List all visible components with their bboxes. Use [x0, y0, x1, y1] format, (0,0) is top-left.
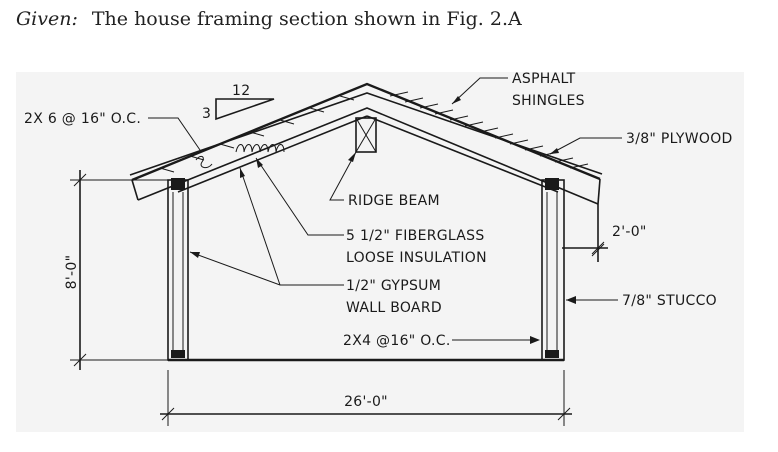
ridge-beam-label: RIDGE BEAM — [348, 193, 440, 209]
width-dimension: 26'-0" — [160, 370, 572, 426]
wall-height-label: 8'-0" — [64, 255, 80, 290]
left-fascia — [131, 179, 139, 201]
insulation-label-1: 5 1/2" FIBERGLASS — [346, 228, 485, 244]
height-dimension: 8'-0" — [64, 170, 168, 370]
shingles-callout: ASPHALT SHINGLES — [451, 71, 585, 109]
slope-run: 12 — [232, 83, 250, 99]
studs-label: 2X4 @16" O.C. — [343, 333, 451, 349]
roof-shingle-line — [129, 92, 603, 176]
left-ceiling-line — [177, 115, 368, 193]
width-label: 26'-0" — [344, 394, 388, 410]
slope-triangle: 12 3 — [202, 83, 275, 122]
overhang-dimension: 2'-0" — [562, 204, 647, 262]
diagram-background — [16, 72, 744, 432]
shingles-label-2: SHINGLES — [512, 93, 585, 109]
right-wall — [541, 178, 565, 361]
plywood-callout: 3/8" PLYWOOD — [549, 131, 733, 155]
stucco-label: 7/8" STUCCO — [622, 293, 717, 309]
shingles-label-1: ASPHALT — [512, 71, 576, 87]
slope-rise: 3 — [202, 106, 211, 122]
plywood-label: 3/8" PLYWOOD — [626, 131, 733, 147]
insulation-loops — [195, 144, 285, 169]
ridge-beam-callout: RIDGE BEAM — [329, 151, 440, 209]
roof — [129, 82, 603, 205]
figure-caption: Given: The house framing section shown in… — [16, 8, 522, 30]
shingle-hatching — [159, 91, 589, 173]
gypsum-label-1: 1/2" GYPSUM — [346, 278, 441, 294]
stucco-callout: 7/8" STUCCO — [566, 293, 717, 309]
right-ceiling-line — [366, 115, 559, 193]
given-label: Given: — [16, 8, 78, 30]
right-fascia — [597, 178, 601, 205]
rafter-label: 2X 6 @ 16" O.C. — [24, 111, 141, 127]
left-wall — [167, 178, 189, 361]
overhang-label: 2'-0" — [612, 224, 647, 240]
rafter-underside — [137, 107, 599, 205]
rafter-callout: 2X 6 @ 16" O.C. — [24, 111, 201, 151]
insulation-label-2: LOOSE INSULATION — [346, 250, 487, 266]
ridge-beam — [355, 117, 377, 153]
gypsum-label-2: WALL BOARD — [346, 300, 442, 316]
insulation-callout: 5 1/2" FIBERGLASS LOOSE INSULATION — [255, 157, 487, 266]
caption-text: The house framing section shown in Fig. … — [91, 8, 522, 30]
gypsum-callout: 1/2" GYPSUM WALL BOARD — [189, 167, 442, 316]
studs-callout: 2X4 @16" O.C. — [343, 333, 540, 349]
